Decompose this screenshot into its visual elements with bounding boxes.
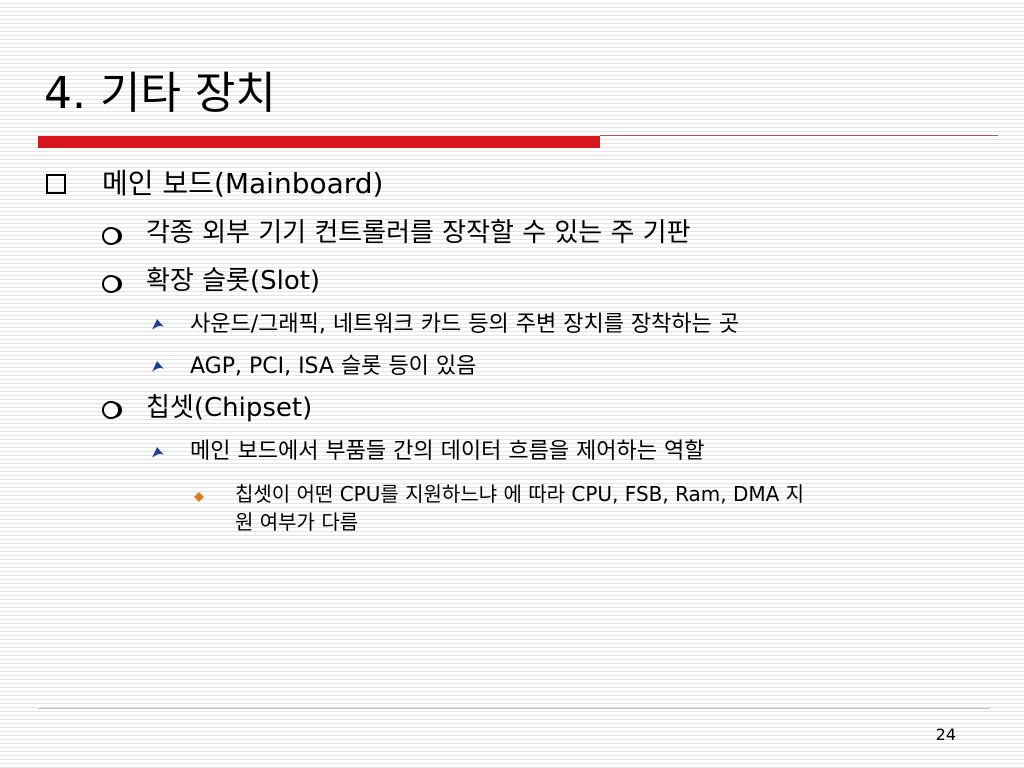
circle-bullet-icon [101, 398, 125, 422]
flag-bullet-icon [150, 358, 166, 374]
circle-bullet-icon [101, 224, 125, 248]
bullet-peripheral-cards: 사운드/그래픽, 네트워크 카드 등의 주변 장치를 장착하는 곳 [190, 312, 740, 337]
bullet-chipset: 칩셋(Chipset) [146, 393, 313, 423]
circle-bullet-icon [101, 272, 125, 296]
bullet-cpu-support-line2: 원 여부가 다름 [235, 510, 359, 534]
flag-bullet-icon [150, 444, 166, 460]
title-accent-bar [38, 136, 600, 148]
bullet-mainboard: 메인 보드(Mainboard) [102, 167, 384, 200]
page-number: 24 [935, 725, 956, 744]
bullet-controllers: 각종 외부 기기 컨트롤러를 장작할 수 있는 주 기판 [146, 218, 691, 248]
hollow-square-bullet-icon [46, 174, 66, 194]
bullet-cpu-support-line1: 칩셋이 어떤 CPU를 지원하느냐 에 따라 CPU, FSB, Ram, DM… [235, 482, 805, 506]
flag-bullet-icon [150, 316, 166, 332]
title-underline [600, 135, 998, 136]
footer-divider [38, 708, 990, 709]
slide-title: 4. 기타 장치 [44, 68, 276, 119]
bullet-data-flow: 메인 보드에서 부품들 간의 데이터 흐름을 제어하는 역할 [190, 439, 705, 464]
bullet-expansion-slot: 확장 슬롯(Slot) [146, 266, 321, 296]
bullet-slot-types: AGP, PCI, ISA 슬롯 등이 있음 [190, 354, 477, 379]
diamond-bullet-icon [193, 488, 205, 502]
